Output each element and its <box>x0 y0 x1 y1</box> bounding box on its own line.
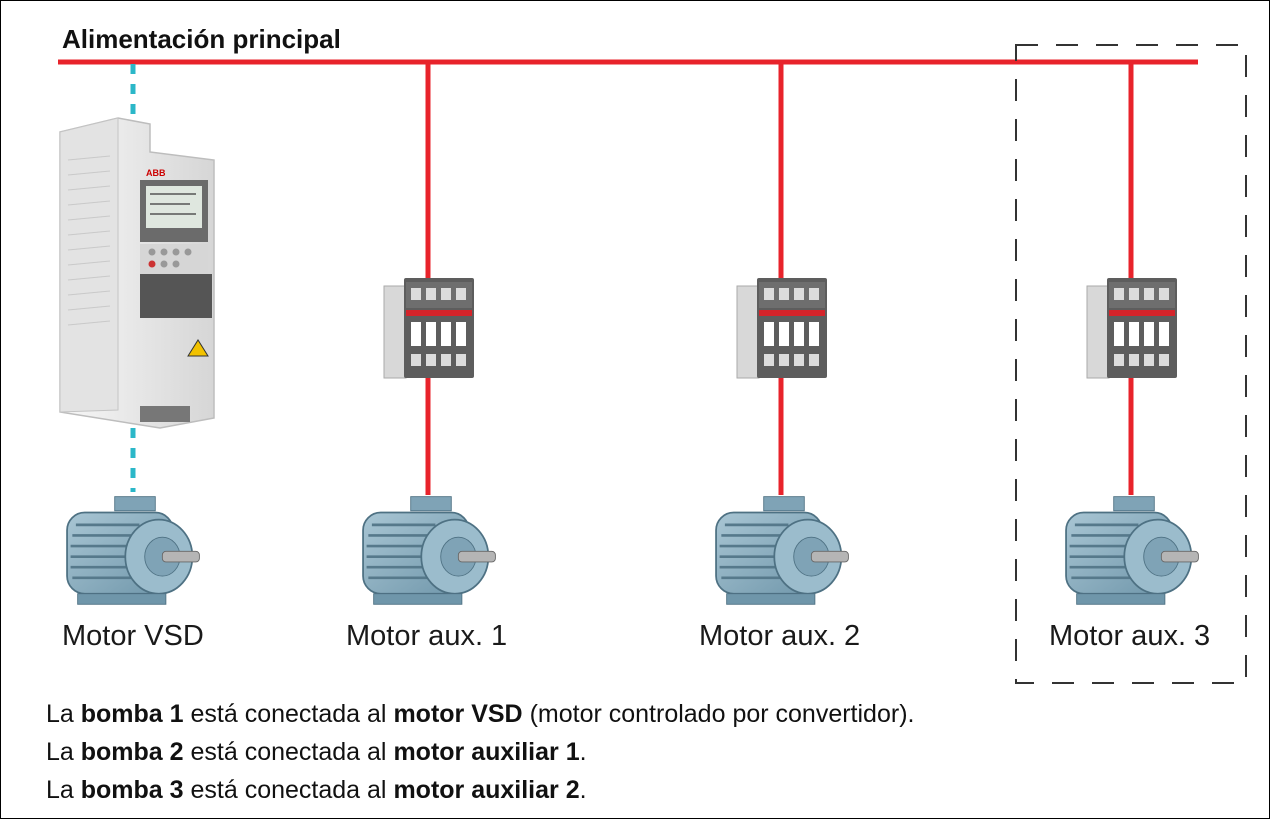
motor-vsd-icon <box>65 495 201 606</box>
motor-aux1-icon <box>361 495 497 606</box>
motor-aux2-icon <box>714 495 850 606</box>
motor-aux1-label: Motor aux. 1 <box>346 620 508 652</box>
motor-aux2-label: Motor aux. 2 <box>699 620 861 652</box>
contactor-aux1-icon <box>383 278 474 379</box>
contactor-aux3-icon <box>1086 278 1177 379</box>
motor-aux3-label: Motor aux. 3 <box>1049 620 1211 652</box>
vsd-drive-icon: ABB <box>59 117 215 429</box>
note-pump-2: La bomba 2 está conectada al motor auxil… <box>46 738 587 766</box>
motor-aux3-icon <box>1064 495 1200 606</box>
supply-title: Alimentación principal <box>62 24 341 54</box>
motor-vsd-label: Motor VSD <box>62 620 204 652</box>
optional-dashed-box <box>1015 44 1247 684</box>
note-pump-3: La bomba 3 está conectada al motor auxil… <box>46 776 587 804</box>
svg-text:ABB: ABB <box>146 168 166 178</box>
note-pump-1: La bomba 1 está conectada al motor VSD (… <box>46 700 915 728</box>
contactor-aux2-icon <box>736 278 827 379</box>
